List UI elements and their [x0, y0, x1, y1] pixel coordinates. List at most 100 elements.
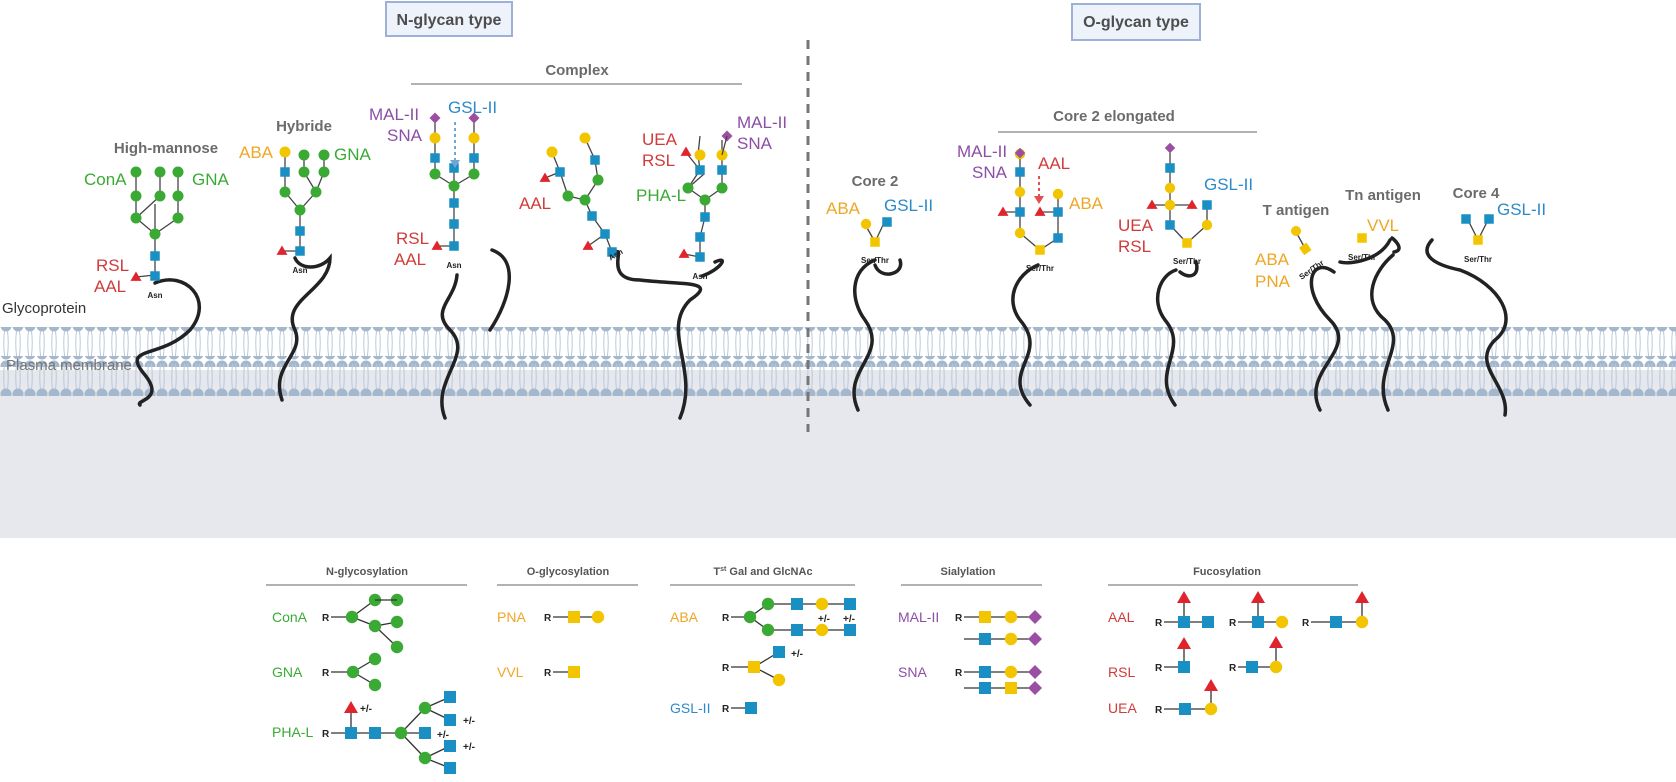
- mannose-circle: [562, 190, 574, 202]
- protein-chain-hybride: [277, 253, 332, 402]
- galactose-circle: [546, 146, 558, 158]
- fucose-triangle: [997, 206, 1009, 216]
- legend-sna: SNA: [898, 664, 927, 680]
- legend-mannose: [761, 597, 775, 611]
- mannose-circle: [149, 228, 161, 240]
- legend-r: R: [955, 668, 963, 679]
- fucose-triangle: [431, 240, 443, 250]
- glycan-complex-tilted: [539, 132, 617, 257]
- legend-glcnac: [419, 727, 431, 739]
- glcnac-square: [449, 219, 459, 229]
- legend-glcnac: [791, 624, 803, 636]
- legend-mannose: [418, 701, 432, 715]
- asn-label-high-mannose: Asn: [147, 291, 162, 300]
- fucose-triangle: [1186, 199, 1198, 209]
- fucose-triangle: [582, 240, 594, 250]
- lectin-e1-malii: MAL-II: [957, 142, 1007, 161]
- lectin-c3-rsl: RSL: [642, 151, 675, 170]
- legend-glcnac: [1202, 616, 1214, 628]
- legend-rsl: RSL: [1108, 664, 1135, 680]
- protein-chain-elong-2: [1155, 268, 1178, 407]
- galactose-circle: [579, 132, 591, 144]
- legend-galactose: [815, 597, 829, 611]
- glycosidic-bond: [721, 135, 728, 156]
- glcnac-square: [700, 212, 710, 222]
- legend-glcnac: [444, 714, 456, 726]
- legend-r: R: [1155, 618, 1163, 629]
- residue-labels: Asn Asn Asn Asn Asn Ser/Thr Ser/Thr Ser/…: [147, 247, 1492, 300]
- galactose-circle: [694, 149, 706, 161]
- galactose-circle: [1014, 227, 1026, 239]
- legend-r: R: [322, 729, 330, 740]
- galactose-circle: [1201, 219, 1213, 231]
- mannose-circle: [298, 166, 310, 178]
- legend-r: R: [544, 613, 552, 624]
- glcnac-square: [717, 165, 727, 175]
- lectin-c3-phal: PHA-L: [636, 186, 686, 205]
- hybride-title: Hybride: [276, 118, 332, 135]
- lectin-hm-rsl: RSL: [96, 256, 129, 275]
- glycan-high-mannose: [130, 166, 184, 281]
- legend-galactose: [1269, 660, 1283, 674]
- high-mannose-title: High-mannose: [114, 140, 218, 157]
- galnac-square: [1357, 233, 1367, 243]
- mannose-circle: [172, 212, 184, 224]
- legend-galactose: [772, 673, 786, 687]
- legend-gslii: GSL-II: [670, 700, 710, 716]
- lectin-hm-gna: GNA: [192, 170, 230, 189]
- protein-chain-t-antigen-b: [1338, 238, 1392, 265]
- glycan-complex-biantennary: [429, 112, 480, 251]
- legend-r: R: [322, 668, 330, 679]
- legend-fucose: [1204, 679, 1218, 691]
- fucose-triangle: [276, 245, 288, 255]
- fucose-triangle: [678, 248, 690, 258]
- glcnac-square: [1015, 207, 1025, 217]
- legend-galnac: [748, 661, 760, 673]
- glcnac-square: [295, 246, 305, 256]
- serthr-label-core2: Ser/Thr: [861, 256, 889, 265]
- protein-chain-core2b: [873, 258, 903, 276]
- legend-fucose: [1251, 591, 1265, 603]
- legend-header-tst-gal: Tst Gal and GlcNAc: [713, 566, 812, 578]
- galnac-square: [1035, 245, 1045, 255]
- lectin-e1-aba: ABA: [1069, 194, 1104, 213]
- serthr-label-tn-antigen: Ser/Thr: [1348, 253, 1376, 262]
- protein-chain-complex-1b: [488, 248, 512, 332]
- legend-mannose: [345, 610, 359, 624]
- legend-galactose: [1004, 632, 1018, 646]
- glcnac-square: [1053, 233, 1063, 243]
- legend-sialic: [1028, 610, 1042, 624]
- lectin-e1-aal: AAL: [1038, 154, 1070, 173]
- legend-fucose: [1269, 636, 1283, 648]
- legend-glcnac: [1330, 616, 1342, 628]
- plasma-membrane: [0, 327, 1676, 538]
- cytoplasm-area: [0, 370, 1676, 538]
- o-glycan-type-title: O-glycan type: [1083, 14, 1189, 31]
- legend-glcnac: [444, 691, 456, 703]
- serthr-label-core4: Ser/Thr: [1464, 255, 1492, 264]
- mannose-circle: [682, 182, 694, 194]
- legend-galnac: [568, 611, 580, 623]
- t-antigen-title: T antigen: [1263, 202, 1330, 219]
- legend-glcnac: [444, 740, 456, 752]
- mannose-circle: [279, 186, 291, 198]
- glcnac-square: [882, 217, 892, 227]
- protein-chain-complex-1: [440, 273, 460, 420]
- protein-chain-tn-antigen: [1370, 253, 1396, 412]
- legend-glcnac: [979, 633, 991, 645]
- legend-pm-labels: +/-+/-+/-+/-+/-+/-+/-: [360, 614, 855, 753]
- legend-header-o-glycosylation: O-glycosylation: [527, 566, 610, 578]
- galactose-circle: [1014, 186, 1026, 198]
- glcnac-square: [590, 155, 600, 165]
- asn-label-complex-1: Asn: [446, 261, 461, 270]
- core4-title: Core 4: [1453, 185, 1500, 202]
- glycan-core2-elongated-1: [997, 147, 1064, 255]
- lectin-core2-gslii: GSL-II: [884, 196, 933, 215]
- glcnac-square: [695, 232, 705, 242]
- lectin-e2-uea: UEA: [1118, 216, 1154, 235]
- legend-glcnac: [791, 598, 803, 610]
- lectin-c1-aal: AAL: [394, 250, 426, 269]
- lectin-e2-gslii: GSL-II: [1204, 175, 1253, 194]
